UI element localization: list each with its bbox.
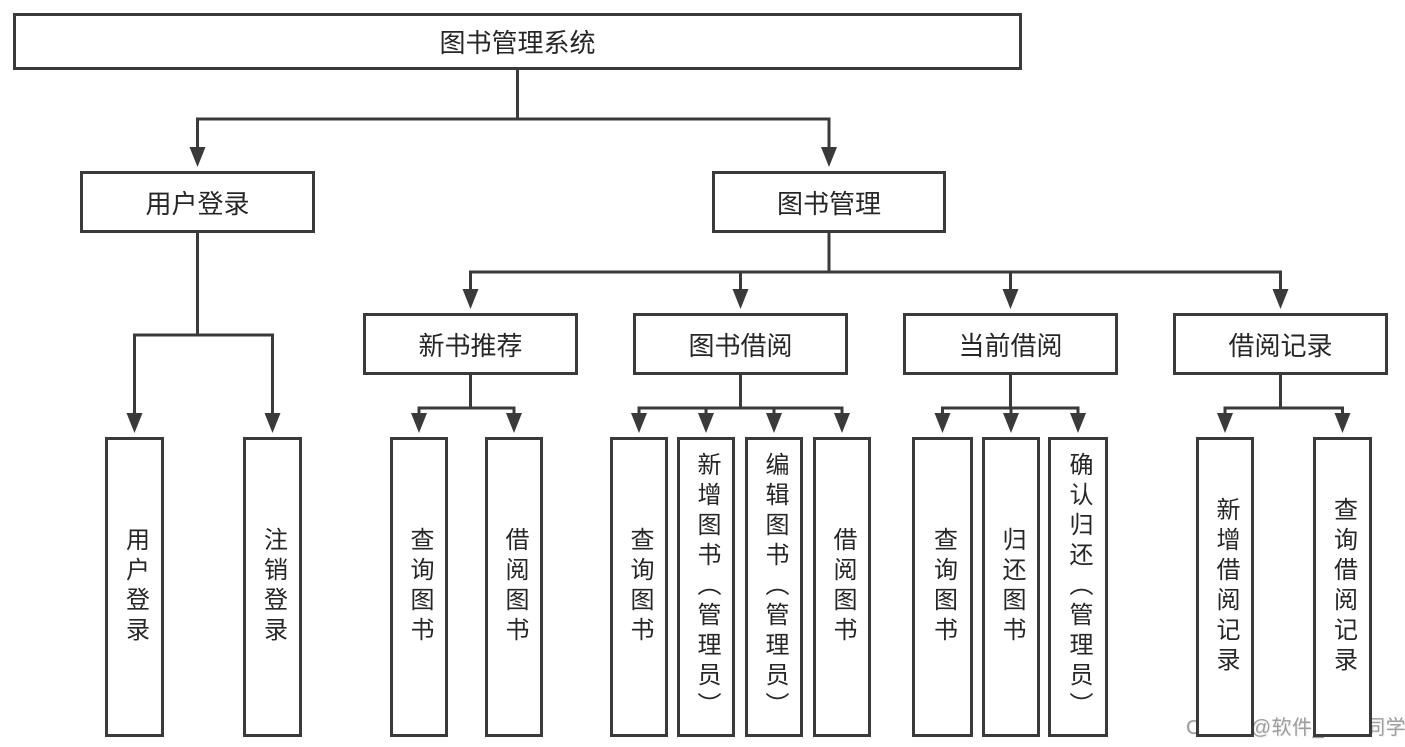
arrowhead-icon <box>126 413 143 433</box>
arrowhead-icon <box>506 413 522 433</box>
node-current-borrow: 当前借阅 <box>903 313 1118 375</box>
node-user-login: 用户登录 <box>80 171 315 233</box>
arrowhead-icon <box>834 413 850 433</box>
arrowhead-icon <box>1002 289 1019 309</box>
node-label-cb-confirm-return: 确认归还（管理员） <box>1065 452 1092 722</box>
node-label-bb-add-book: 新增图书（管理员） <box>693 452 720 722</box>
arrowhead-icon <box>411 413 427 433</box>
arrowhead-icon <box>1217 413 1233 433</box>
node-label-book-mgmt: 图书管理 <box>776 188 881 219</box>
node-label-bb-edit-book: 编辑图书（管理员） <box>761 452 788 722</box>
node-nbr-borrow-book: 借阅图书 <box>485 437 543 737</box>
node-bb-edit-book: 编辑图书（管理员） <box>745 437 803 737</box>
arrowhead-icon <box>264 413 281 433</box>
node-cb-confirm-return: 确认归还（管理员） <box>1048 437 1108 737</box>
node-label-bb-borrow-book: 借阅图书 <box>829 527 856 647</box>
arrowhead-icon <box>1272 289 1289 309</box>
node-logout: 注销登录 <box>243 437 302 737</box>
arrowhead-icon <box>821 147 837 167</box>
node-root: 图书管理系统 <box>13 13 1022 70</box>
node-cb-return-book: 归还图书 <box>982 437 1040 737</box>
node-bb-borrow-book: 借阅图书 <box>813 437 871 737</box>
node-label-current-borrow: 当前借阅 <box>958 330 1063 361</box>
arrowhead-icon <box>1070 413 1086 433</box>
node-nbr-query-book: 查询图书 <box>390 437 448 737</box>
node-login: 用户登录 <box>105 437 164 737</box>
node-label-nbr-query-book: 查询图书 <box>406 527 433 647</box>
node-label-logout: 注销登录 <box>259 527 287 647</box>
node-new-book-rec: 新书推荐 <box>363 313 578 375</box>
node-label-nbr-borrow-book: 借阅图书 <box>501 527 528 647</box>
arrowhead-icon <box>1334 413 1351 433</box>
node-cb-query-book: 查询图书 <box>912 437 973 737</box>
tree-edges-path <box>133 66 1344 419</box>
node-bb-query-book: 查询图书 <box>610 437 668 737</box>
node-book-mgmt: 图书管理 <box>712 171 946 233</box>
node-label-user-login: 用户登录 <box>145 188 250 219</box>
node-bb-add-book: 新增图书（管理员） <box>677 437 735 737</box>
node-label-br-query-record: 查询借阅记录 <box>1329 497 1357 677</box>
node-br-add-record: 新增借阅记录 <box>1196 437 1254 737</box>
node-label-cb-query-book: 查询图书 <box>929 527 957 647</box>
node-label-borrow-records: 借阅记录 <box>1228 330 1333 361</box>
arrowhead-icon <box>1003 413 1019 433</box>
node-label-book-borrow: 图书借阅 <box>688 330 793 361</box>
arrowhead-icon <box>934 413 951 433</box>
arrowhead-icon <box>766 413 782 433</box>
node-label-new-book-rec: 新书推荐 <box>418 330 523 361</box>
arrowhead-icon <box>631 413 647 433</box>
node-label-root: 图书管理系统 <box>439 28 596 58</box>
node-br-query-record: 查询借阅记录 <box>1313 437 1372 737</box>
node-label-cb-return-book: 归还图书 <box>998 527 1025 647</box>
arrowhead-icon <box>698 413 714 433</box>
node-label-login: 用户登录 <box>121 527 149 647</box>
node-book-borrow: 图书借阅 <box>633 313 848 375</box>
node-borrow-records: 借阅记录 <box>1173 313 1388 375</box>
arrowhead-icon <box>462 289 479 309</box>
arrowhead-icon <box>732 289 749 309</box>
node-label-br-add-record: 新增借阅记录 <box>1212 497 1239 677</box>
node-label-bb-query-book: 查询图书 <box>626 527 653 647</box>
arrowhead-icon <box>189 147 206 167</box>
